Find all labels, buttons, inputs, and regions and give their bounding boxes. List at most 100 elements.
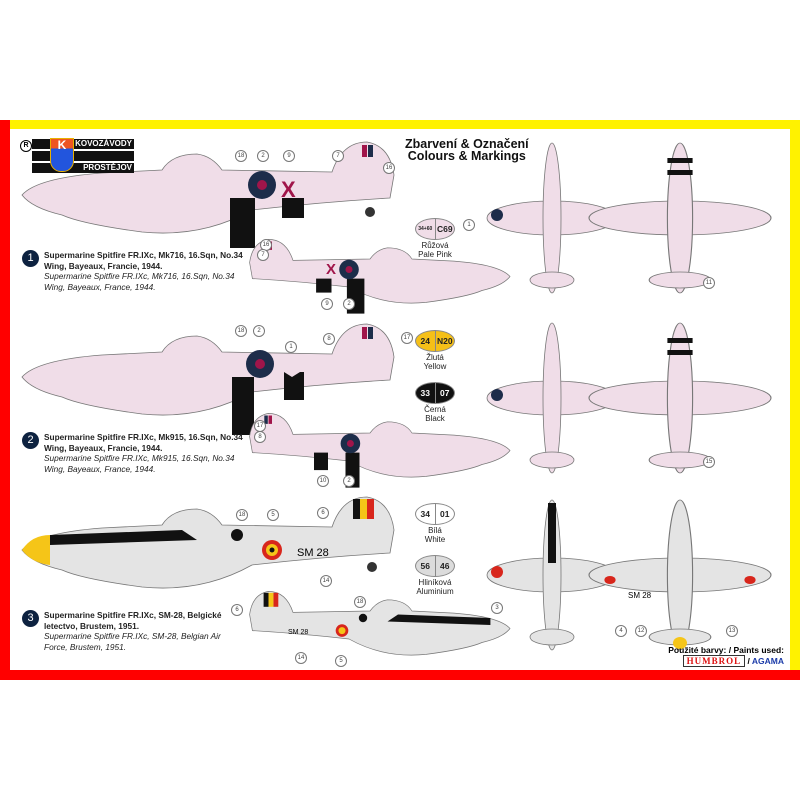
callout-number: 9	[283, 150, 295, 162]
scheme-3-caption: 3 Supermarine Spitfire FR.IXc, SM-28, Be…	[22, 610, 234, 652]
scheme-number: 2	[22, 432, 39, 449]
callout-number: 7	[257, 249, 269, 261]
tail-wheel	[365, 207, 375, 217]
callout-number: 8	[323, 333, 335, 345]
callout-number: 3	[491, 602, 503, 614]
yellow-spinner	[22, 535, 50, 565]
agama-logo: AGAMA	[751, 656, 784, 666]
humbrol-code: 56	[416, 556, 436, 576]
scheme1-side-view-starboard	[249, 239, 511, 314]
humbrol-code: 33	[416, 383, 436, 403]
callout-number: 18	[354, 596, 366, 608]
paints-used-label: Použité barvy: / Paints used:	[668, 645, 784, 655]
callout-number: 7	[332, 150, 344, 162]
title-en: Colours & Markings	[407, 149, 526, 163]
yellow-right-band	[790, 129, 800, 680]
callout-number: 17	[401, 332, 413, 344]
paint-name-cz: Černá	[424, 405, 446, 414]
brand-line1: KOVOZÁVODY	[32, 139, 134, 149]
scheme3-bottom-view	[588, 499, 772, 651]
page-title: Zbarvení & Označení Colours & Markings	[405, 137, 529, 163]
callout-number: 4	[615, 625, 627, 637]
agama-code: N20	[436, 335, 453, 346]
paint-name-en: Pale Pink	[418, 250, 452, 259]
caption-en: Supermarine Spitfire FR.IXc, SM-28, Belg…	[44, 631, 221, 652]
agama-code: 07	[440, 387, 450, 398]
scheme2-side-view	[21, 323, 395, 435]
registered-mark: R	[20, 140, 32, 152]
callout-number: 6	[231, 604, 243, 616]
callout-number: 5	[267, 509, 279, 521]
callout-number: 6	[317, 507, 329, 519]
paint-name-cz: Hliníková	[418, 578, 452, 587]
callout-number: 13	[726, 625, 738, 637]
callout-number: 10	[317, 475, 329, 487]
invasion-stripe	[282, 198, 304, 218]
agama-code: 01	[440, 508, 450, 519]
code-sm28-underwing: SM 28	[628, 591, 652, 600]
scheme1-bottom-view	[588, 142, 772, 294]
callout-number: 2	[257, 150, 269, 162]
humbrol-logo: HUMBROL	[682, 655, 746, 667]
scheme2-bottom-view	[588, 322, 772, 474]
callout-number: 9	[321, 298, 333, 310]
humbrol-code: 34	[416, 504, 436, 524]
callout-number: 1	[285, 341, 297, 353]
scheme3-side-view-starboard	[249, 591, 511, 656]
paint-name-en: White	[424, 535, 446, 544]
callout-number: 18	[236, 509, 248, 521]
callout-number: 14	[295, 652, 307, 664]
code-sm28-small: SM 28	[288, 629, 308, 636]
brand-shield: K	[50, 138, 74, 172]
caption-cz: Supermarine Spitfire FR.IXc, SM-28, Belg…	[44, 610, 222, 631]
caption-en: Supermarine Spitfire FR.IXc, Mk716, 16.S…	[44, 271, 235, 292]
paint-name-cz: Bílá	[428, 526, 442, 535]
scheme-1-caption: 1 Supermarine Spitfire FR.IXc, Mk716, 16…	[22, 250, 249, 292]
callout-number: 18	[235, 150, 247, 162]
callout-number: 18	[235, 325, 247, 337]
callout-number: 15	[703, 456, 715, 468]
paint-name-cz: Žlutá	[426, 353, 444, 362]
brand-logo: R KOVOZÁVODY PROSTĚJOV K	[20, 138, 135, 178]
callout-number: 12	[635, 625, 647, 637]
red-left-band	[0, 120, 10, 680]
paint-name-en: Yellow	[423, 362, 447, 371]
callout-number: 2	[343, 475, 355, 487]
scheme-number: 3	[22, 610, 39, 627]
callout-number: 1	[463, 219, 475, 231]
svg-text:X: X	[326, 261, 336, 278]
paint-name-en: Aluminium	[416, 587, 454, 596]
brand-bar	[32, 151, 134, 161]
callout-number: 14	[320, 575, 332, 587]
humbrol-code: 34+60	[416, 219, 436, 239]
scheme-number: 1	[22, 250, 39, 267]
title-cz: Zbarvení & Označení	[405, 137, 529, 151]
code-sm28: SM 28	[297, 547, 329, 559]
scheme-2-caption: 2 Supermarine Spitfire FR.IXc, Mk915, 16…	[22, 432, 249, 474]
callout-number: 5	[335, 655, 347, 667]
callout-number: 8	[254, 431, 266, 443]
callout-number: 2	[343, 298, 355, 310]
caption-cz: Supermarine Spitfire FR.IXc, Mk716, 16.S…	[44, 250, 243, 271]
paint-name-en: Black	[425, 414, 445, 423]
brand-line2: PROSTĚJOV	[32, 163, 134, 173]
invasion-stripe	[230, 198, 255, 248]
callout-number: 2	[253, 325, 265, 337]
paints-used: Použité barvy: / Paints used: HUMBROL / …	[668, 645, 784, 667]
code-letter-x: X	[281, 177, 296, 202]
humbrol-code: 24	[416, 331, 436, 351]
separator: /	[747, 656, 750, 666]
callout-number: 11	[703, 277, 715, 289]
agama-code: 46	[440, 560, 450, 571]
callout-number: 16	[383, 162, 395, 174]
scheme1-side-view: X	[21, 141, 395, 248]
caption-en: Supermarine Spitfire FR.IXc, Mk915, 16.S…	[44, 453, 235, 474]
caption-cz: Supermarine Spitfire FR.IXc, Mk915, 16.S…	[44, 432, 243, 453]
scheme3-side-view	[21, 496, 395, 589]
